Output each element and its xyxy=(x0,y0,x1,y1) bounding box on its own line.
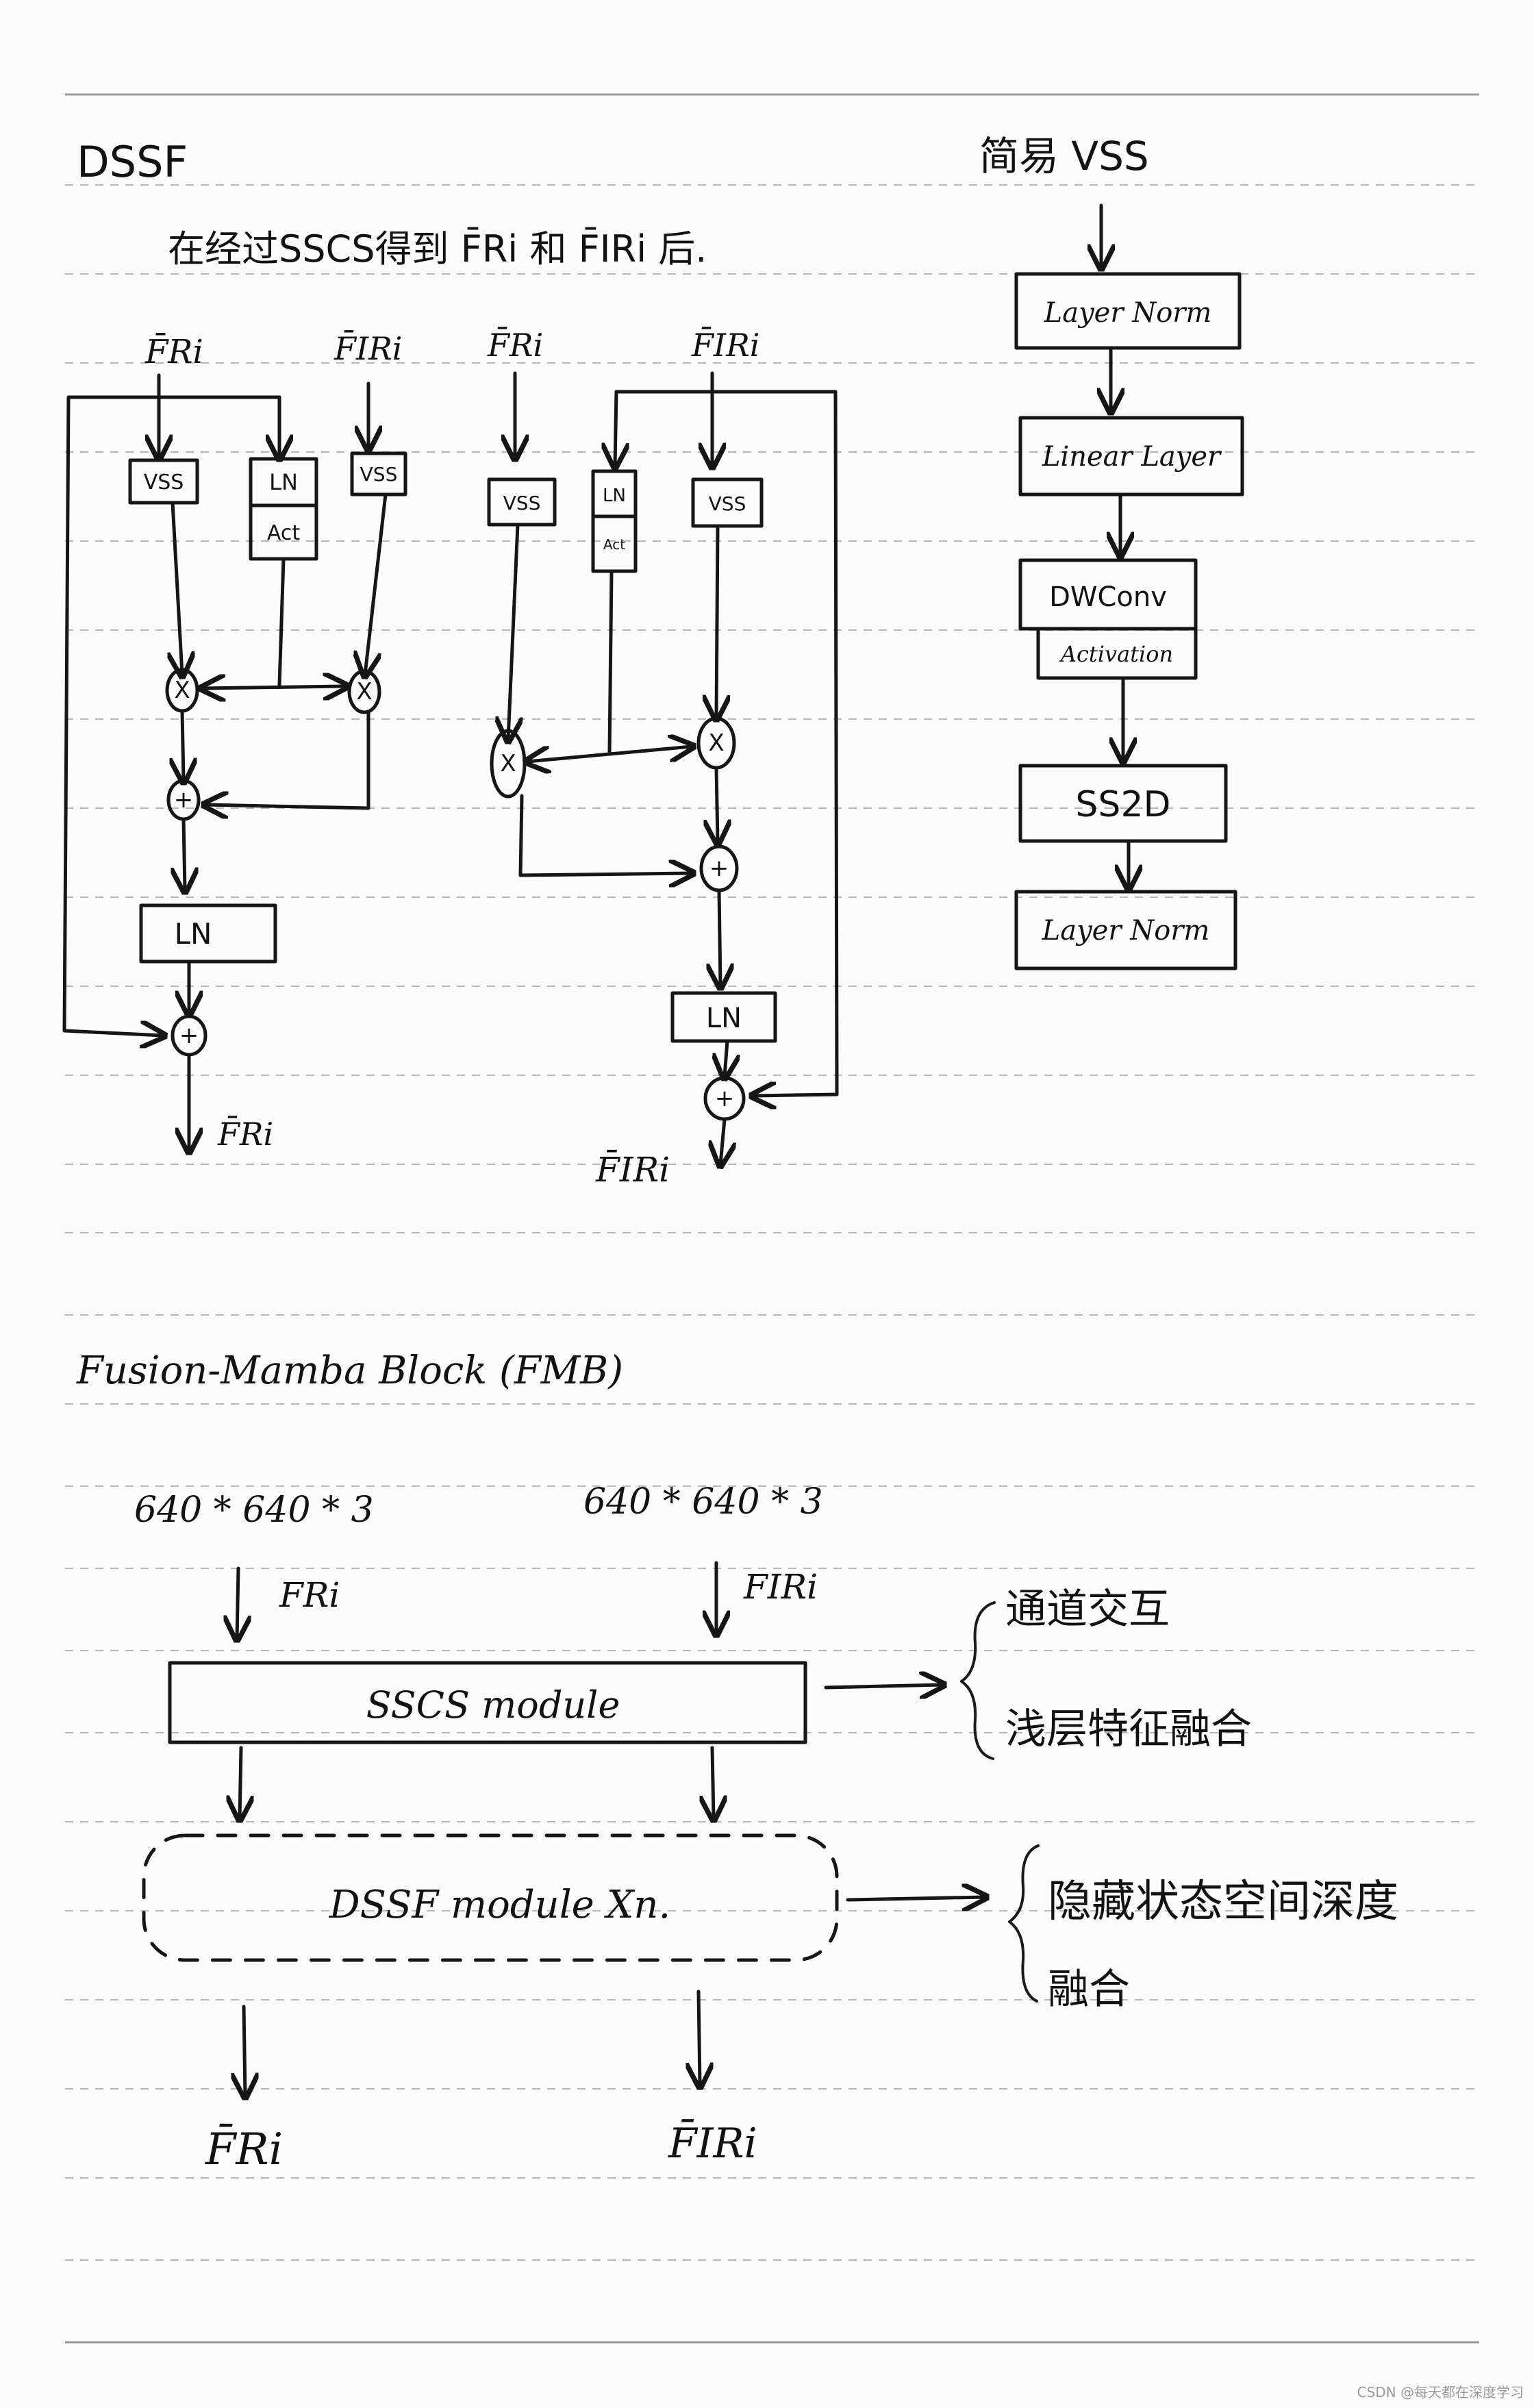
dssf-left-mul-to-add xyxy=(182,709,184,781)
simple-vss-step-0-box xyxy=(1014,272,1242,350)
fmb-note-dssf-0: 隐藏状态空间深度 xyxy=(1048,1877,1398,1927)
fmb: Fusion-Mamba Block (FMB) 640 * 640 * 3 6… xyxy=(76,1349,1398,2175)
fmb-output-left: F̄Ri xyxy=(205,2123,283,2175)
simple-vss-step-3-box xyxy=(1036,627,1198,680)
dssf-left-mul-a-sign: X xyxy=(174,677,190,704)
fmb-note-sscs-0: 通道交互 xyxy=(1005,1585,1170,1633)
dssf-right-arrow-to-ln xyxy=(615,390,616,466)
fmb-sscs-to-dssf-left xyxy=(240,1746,241,1818)
dssf-right-act-label: Act xyxy=(603,536,625,553)
dssf-left-vss-a-to-mul xyxy=(173,501,182,675)
dssf-subtitle: 在经过SSCS得到 F̄Ri 和 F̄IRi 后. xyxy=(168,227,707,271)
dssf-right-act-down xyxy=(607,569,614,754)
dssf-right-ln-to-add xyxy=(725,1039,727,1077)
dssf-right-mul-b-sign: X xyxy=(708,729,724,757)
dssf-right-residual-path xyxy=(753,390,839,1096)
dssf-left-branch: F̄Ri F̄IRi VSS LN Act VSS X X xyxy=(62,329,407,1153)
simple-vss-step-5-box xyxy=(1014,890,1237,970)
fmb-input-left-label: FRi xyxy=(279,1575,340,1615)
fmb-note-sscs-1: 浅层特征融合 xyxy=(1005,1705,1252,1753)
dssf-right-input-main: F̄IRi xyxy=(691,326,759,364)
fmb-input-right-size: 640 * 640 * 3 xyxy=(583,1481,823,1522)
dssf-left-vss-b-label: VSS xyxy=(360,463,398,486)
fmb-output-right-arrow xyxy=(699,1990,700,2085)
dssf-left-act-label: Act xyxy=(267,521,300,545)
dssf-right-vss-a-label: VSS xyxy=(503,492,541,514)
dssf-left-mul-b-to-add xyxy=(205,710,370,808)
dssf-right-mul-b-to-add xyxy=(716,766,718,842)
dssf-left-vss-a-box xyxy=(128,458,199,505)
fmb-dssf-brace xyxy=(1008,1844,1040,2003)
fmb-dssf-label: DSSF module Xn. xyxy=(329,1883,671,1927)
dssf-left-mul-b-sign: X xyxy=(356,678,372,705)
dssf-left-gate-link xyxy=(203,686,346,688)
dssf-left-add-b-sign: + xyxy=(179,1022,199,1049)
notebook-rules xyxy=(65,93,1479,2344)
dssf-left-input-main: F̄Ri xyxy=(144,331,203,371)
dssf-left-add-to-ln xyxy=(184,817,185,890)
fmb-sscs-box xyxy=(168,1661,807,1744)
dssf-right-mul-a-sign: X xyxy=(500,750,516,777)
fmb-sscs-label: SSCS module xyxy=(366,1683,620,1727)
dssf-right-add-to-ln xyxy=(719,888,720,986)
fmb-dssf-box xyxy=(142,1833,839,1962)
simple-vss-step-1: Linear Layer xyxy=(1042,441,1222,473)
dssf-left-vss-b-to-mul xyxy=(365,492,388,675)
fmb-output-left-arrow xyxy=(244,2005,245,2096)
dssf-right-ln-label: LN xyxy=(603,486,626,506)
dssf-right-vss-a-to-mul xyxy=(508,523,518,740)
dssf-title: DSSF xyxy=(77,137,188,187)
simple-vss-step-1-box xyxy=(1018,416,1244,497)
dssf-right-add-a-sign: + xyxy=(709,855,729,882)
dssf-left-residual-path xyxy=(62,395,163,1036)
dssf-right-input-other: F̄Ri xyxy=(487,326,543,364)
simple-vss-step-3: Activation xyxy=(1059,641,1173,667)
simple-vss-step-2: DWConv xyxy=(1049,581,1167,613)
fmb-sscs-to-dssf-right xyxy=(712,1746,714,1818)
simple-vss-step-4-box xyxy=(1018,764,1228,843)
dssf-left-input-other: F̄IRi xyxy=(334,329,402,367)
fmb-input-left-arrow xyxy=(237,1566,238,1638)
dssf-right-output-arrow xyxy=(720,1117,725,1164)
dssf-right-ln-out-box xyxy=(670,991,777,1043)
dssf-right-branch: F̄Ri F̄IRi VSS LN Act VSS X X + LN + xyxy=(487,326,839,1190)
dssf-right-mul-a xyxy=(490,729,527,799)
fmb-output-right: F̄IRi xyxy=(668,2119,757,2168)
dssf-right-vss-b-box xyxy=(691,477,764,528)
dssf-left-vss-a-label: VSS xyxy=(144,471,184,494)
dssf-right-mul-a-to-add xyxy=(518,794,692,875)
fmb-sscs-note-arrow xyxy=(824,1685,942,1688)
fmb-title: Fusion-Mamba Block (FMB) xyxy=(76,1349,623,1393)
dssf-left-ln-out-box xyxy=(139,903,277,964)
dssf-right-ln-out-label: LN xyxy=(706,1003,742,1034)
dssf-left-add-a-sign: + xyxy=(174,786,194,814)
watermark: CSDN @每天都在深度学习 xyxy=(1357,2384,1524,2400)
dssf-right-output: F̄IRi xyxy=(595,1149,670,1190)
dssf-right-act-box xyxy=(591,514,638,573)
fmb-note-dssf-1: 融合 xyxy=(1048,1966,1130,2014)
dssf-left-act-down xyxy=(277,557,286,687)
dssf-right-vss-b-to-mul xyxy=(716,524,718,718)
fmb-input-left-size: 640 * 640 * 3 xyxy=(134,1490,374,1531)
dssf-left-mul-b xyxy=(347,669,381,714)
fmb-input-right-label: FIRi xyxy=(743,1567,818,1607)
dssf-right-gate-link xyxy=(527,747,692,762)
fmb-dssf-note-arrow xyxy=(846,1897,985,1900)
dssf-right-add-b-sign: + xyxy=(715,1085,735,1112)
simple-vss-step-4: SS2D xyxy=(1075,784,1170,825)
simple-vss-step-0: Layer Norm xyxy=(1044,297,1212,329)
dssf-right-vss-b-label: VSS xyxy=(709,492,746,515)
simple-vss-step-5: Layer Norm xyxy=(1042,915,1210,946)
dssf-right-vss-a-box xyxy=(487,477,557,527)
fmb-sscs-brace xyxy=(960,1601,996,1760)
dssf-left-output: F̄Ri xyxy=(217,1115,273,1153)
dssf-left-ln-out-label: LN xyxy=(175,917,212,951)
simple-vss-title: 简易 VSS xyxy=(979,133,1149,179)
dssf-left-vss-b-box xyxy=(350,451,407,497)
dssf-left-ln-label: LN xyxy=(269,469,298,495)
simple-vss: 简易 VSS Layer Norm Linear Layer DWConv Ac… xyxy=(979,133,1244,970)
